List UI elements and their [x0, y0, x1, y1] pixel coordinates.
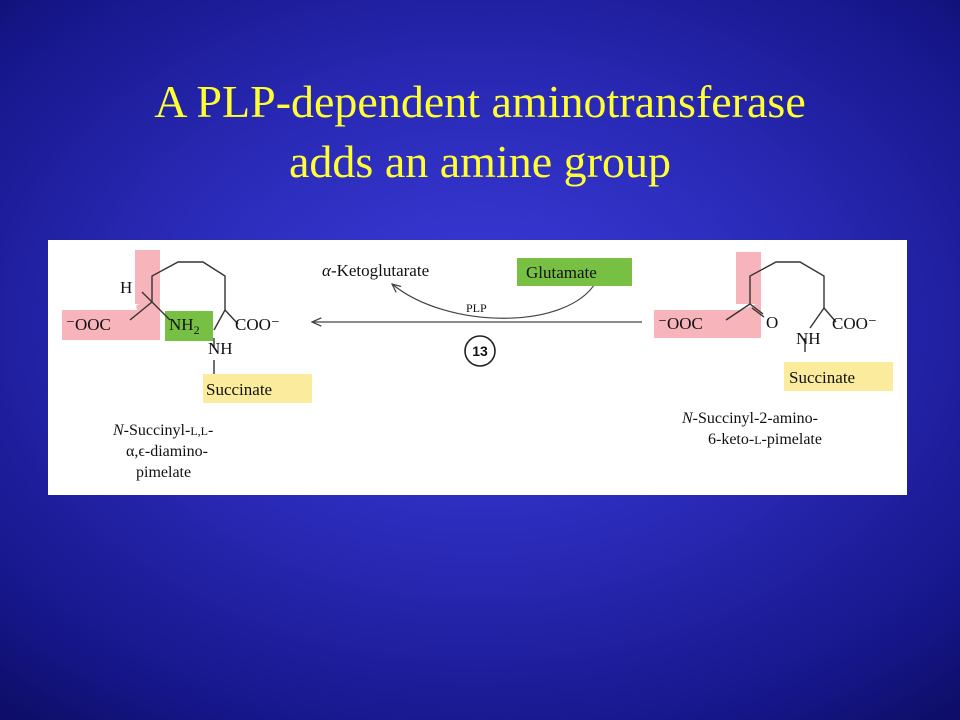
reaction-diagram: H ⁻OOC NH2 COO⁻ NH Succinate N-Succinyl-…	[62, 250, 893, 481]
substrate-name-line-1: N-Succinyl-2-amino-	[681, 410, 818, 427]
substrate-succinate-label: Succinate	[789, 368, 855, 387]
diagonal-bond-highlight	[136, 290, 160, 336]
substrate-succinate-highlight	[784, 362, 893, 391]
product-molecule: H ⁻OOC NH2 COO⁻ NH Succinate N-Succinyl-…	[62, 250, 312, 481]
substrate-carboxylate-right: COO⁻	[832, 314, 877, 333]
title-line-2: adds an amine group	[289, 136, 671, 187]
product-name-line-2: α,ϵ-diamino-	[126, 443, 208, 460]
product-name-line-3: pimelate	[136, 464, 191, 481]
glutamate-highlight	[517, 258, 632, 286]
product-succinate-label: Succinate	[206, 380, 272, 399]
reaction-arrow-group: Glutamate α-Ketoglutarate PLP 13	[312, 258, 642, 367]
slide-title: A PLP-dependent aminotransferase adds an…	[0, 72, 960, 192]
substrate-keto-oxygen: O	[766, 313, 778, 332]
product-carboxylate-right: COO⁻	[235, 315, 280, 334]
substrate-keto-bonds	[725, 303, 765, 321]
plp-label: PLP	[466, 301, 487, 315]
substrate-molecule: ⁻OOC O NH COO⁻ Succinate N-Succinyl-2-am…	[654, 252, 893, 448]
substrate-nh-bonds	[804, 307, 837, 352]
substrate-carbon-highlight	[736, 252, 761, 304]
substrate-name-line-2: 6-keto-L-pimelate	[708, 431, 822, 448]
step-number: 13	[472, 343, 488, 359]
product-epsilon-bonds	[213, 309, 239, 348]
product-carboxylate-left: ⁻OOC	[66, 315, 111, 334]
product-nh-label: NH	[208, 339, 233, 358]
substrate-carboxylate-left: ⁻OOC	[658, 314, 703, 333]
product-alpha-bonds	[129, 291, 171, 321]
alpha-carbon-highlight	[135, 250, 160, 304]
substrate-chain-bonds	[749, 261, 825, 308]
glutamate-label: Glutamate	[526, 263, 597, 282]
product-name-line-1: N-Succinyl-L,L-	[112, 422, 213, 439]
substrate-carboxylate-highlight	[654, 302, 761, 338]
cofactor-curved-arrow	[392, 281, 597, 319]
title-line-1: A PLP-dependent aminotransferase	[154, 76, 806, 127]
step-number-circle	[464, 335, 496, 367]
product-succinate-highlight	[203, 374, 312, 403]
amine-highlight	[165, 311, 213, 341]
product-chain-bonds	[151, 261, 226, 310]
ketoglutarate-label: α-Ketoglutarate	[322, 261, 429, 280]
product-amine-label: NH2	[169, 315, 200, 337]
reaction-figure: H ⁻OOC NH2 COO⁻ NH Succinate N-Succinyl-…	[48, 240, 907, 495]
h-atom-label: H	[120, 278, 132, 297]
carboxylate-highlight-left	[62, 304, 160, 340]
substrate-nh-label: NH	[796, 329, 821, 348]
